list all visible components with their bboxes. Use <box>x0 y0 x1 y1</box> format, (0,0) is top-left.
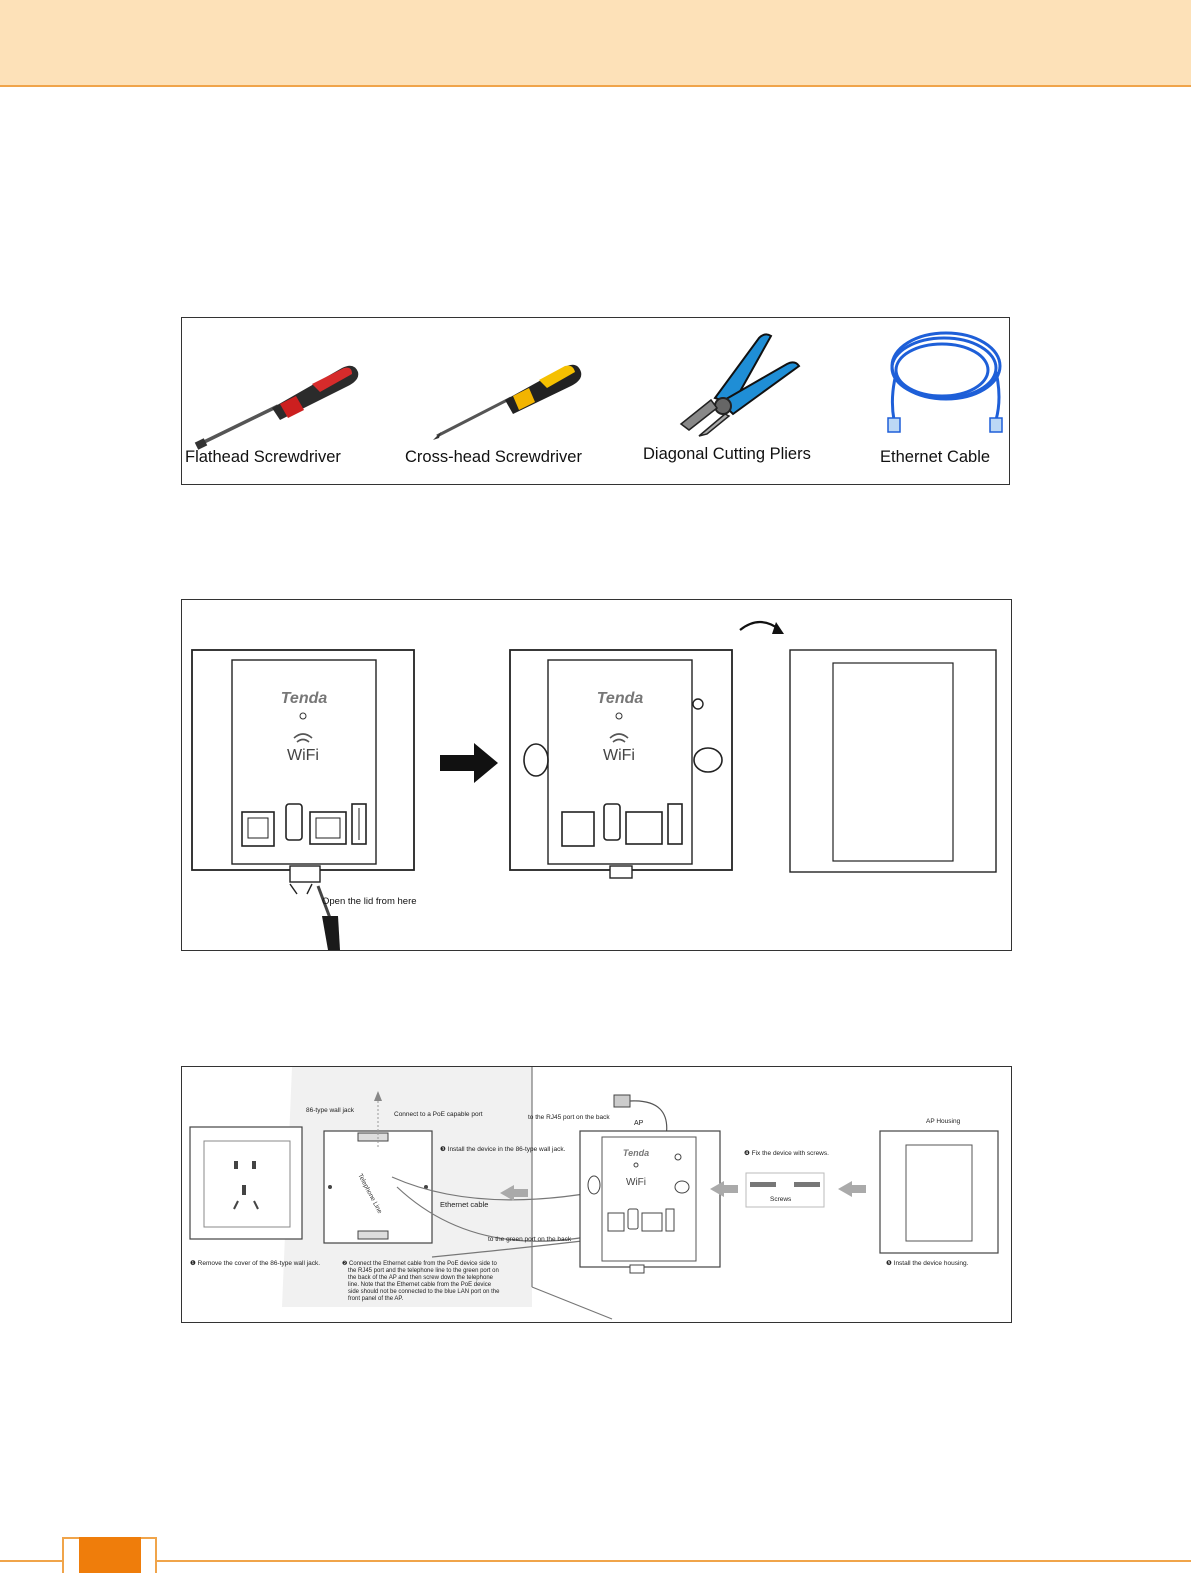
up-arrow-icon <box>374 1091 382 1101</box>
phone-port-icon <box>241 811 275 847</box>
mount-hole-icon <box>523 743 549 777</box>
wifi-label: WiFi <box>287 747 319 764</box>
ap-housing <box>879 1130 999 1254</box>
tool-label-pliers: Diagonal Cutting Pliers <box>643 445 811 463</box>
wifi-icon <box>293 733 313 743</box>
lan-port-icon <box>309 811 347 845</box>
brand-logo-text: Tenda <box>623 1148 649 1158</box>
green-port-label: to the green port on the back <box>488 1236 572 1243</box>
open-lid-label: Open the lid from here <box>322 896 417 907</box>
usb-port-icon <box>285 803 303 841</box>
screws-box <box>745 1172 825 1208</box>
step-install-housing: ❺ Install the device housing. <box>886 1259 969 1267</box>
ap-device-front: Tenda WiFi <box>191 649 415 895</box>
usb-port-icon <box>603 803 621 841</box>
wifi-label: WiFi <box>603 747 635 764</box>
wifi-label: WiFi <box>626 1177 646 1188</box>
reset-slot-icon <box>667 803 683 845</box>
lan-port-icon <box>625 811 663 845</box>
tools-panel: Flathead Screwdriver Cross-head Screwdri… <box>181 317 1010 485</box>
page-number-tab-fill <box>79 1537 141 1573</box>
screwdriver-tool-icon <box>316 885 340 950</box>
crosshead-screwdriver-icon <box>433 364 582 440</box>
step-install-in-jack: ❸ Install the device in the 86-type wall… <box>440 1145 566 1153</box>
ap-housing-label: AP Housing <box>926 1118 961 1125</box>
install-figure-panel: 86-type wall jack Connect to a PoE capab… <box>181 1066 1012 1323</box>
left-arrow-icon <box>500 1185 528 1201</box>
header-band <box>0 0 1191 87</box>
step-fix-screws: ❹ Fix the device with screws. <box>744 1149 829 1157</box>
brand-logo-text: Tenda <box>281 690 328 707</box>
step-connect-line: line. Note that the Ethernet cable from … <box>348 1282 492 1288</box>
flathead-screwdriver-icon <box>194 365 359 450</box>
wall-jack-label: 86-type wall jack <box>306 1107 355 1114</box>
screws-label: Screws <box>770 1196 792 1203</box>
step-connect-line: the back of the AP and then screw down t… <box>348 1275 494 1281</box>
step-connect-line: front panel of the AP. <box>348 1296 404 1302</box>
wall-socket <box>189 1126 303 1240</box>
left-arrow-icon <box>710 1181 738 1197</box>
rj45-connector-icon <box>613 1094 668 1138</box>
reset-slot-icon <box>351 803 367 845</box>
ethernet-cable-icon <box>887 331 1003 433</box>
ap-device-open: Tenda WiFi <box>509 649 733 879</box>
poe-label: Connect to a PoE capable port <box>394 1111 483 1118</box>
left-arrow-icon <box>838 1181 866 1197</box>
wifi-icon <box>609 733 629 743</box>
wall-jack-box <box>323 1130 433 1244</box>
mount-hole-icon <box>693 747 723 773</box>
step-connect-line: ❷ Connect the Ethernet cable from the Po… <box>342 1260 497 1267</box>
lid-figure-panel: Tenda WiFi Open the lid from here <box>181 599 1012 951</box>
right-arrow-icon <box>440 743 498 783</box>
brand-logo-text: Tenda <box>597 690 644 707</box>
ethernet-cable-label: Ethernet cable <box>440 1200 488 1209</box>
phone-port-icon <box>561 811 595 847</box>
ap-device: Tenda WiFi <box>579 1130 721 1274</box>
step-connect-line: the RJ45 port and the telephone line to … <box>348 1268 499 1274</box>
tool-label-ethernet: Ethernet Cable <box>880 448 991 466</box>
ap-label: AP <box>634 1120 644 1127</box>
tool-label-flathead: Flathead Screwdriver <box>185 448 341 466</box>
ap-lid <box>789 649 997 873</box>
footer-rule <box>0 1560 1191 1562</box>
tool-label-crosshead: Cross-head Screwdriver <box>405 448 582 466</box>
diagonal-pliers-icon <box>679 333 801 437</box>
step-remove-cover: ❶ Remove the cover of the 86-type wall j… <box>190 1259 320 1267</box>
rj45-label: to the RJ45 port on the back <box>528 1114 610 1121</box>
screw-hole-icon <box>692 698 704 710</box>
step-connect-line: side should not be connected to the blue… <box>348 1289 500 1295</box>
lid-latch <box>289 865 321 883</box>
